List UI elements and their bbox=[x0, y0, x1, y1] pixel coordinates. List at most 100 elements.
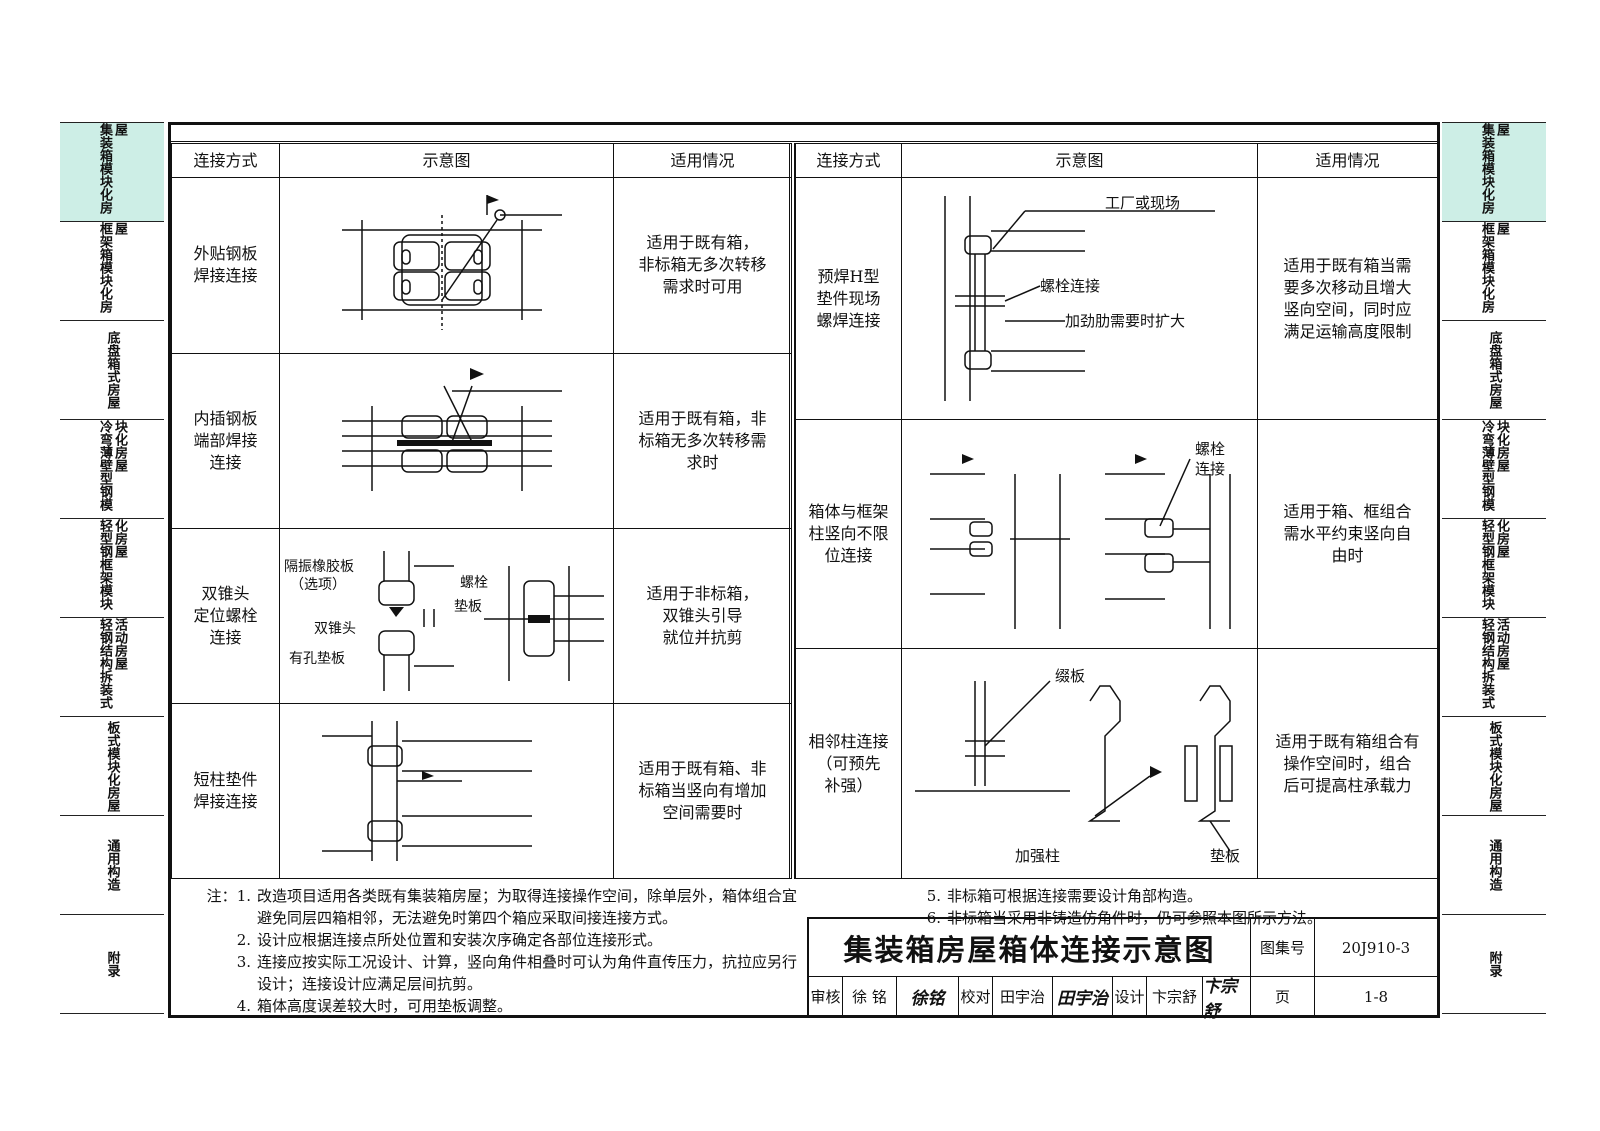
diagram-inner-plate-weld bbox=[279, 352, 614, 529]
tab-demountable[interactable]: 轻钢结构拆装式活动房屋 bbox=[60, 618, 164, 717]
tab-cold-formed[interactable]: 冷弯薄壁型钢模块化房屋 bbox=[60, 420, 164, 519]
tab-label: 轻钢结构拆装式活动房屋 bbox=[97, 618, 127, 709]
label-reinforce-col: 加强柱 bbox=[1015, 847, 1060, 865]
tab-light-steel-frame[interactable]: 轻型钢框架模块化房屋 bbox=[60, 519, 164, 618]
tab-panel-modular[interactable]: 板式模块化房屋 bbox=[1442, 717, 1546, 816]
label-rubber-pad-opt: （选项） bbox=[290, 577, 346, 593]
note-text: 连接应按实际工况设计、计算，竖向角件相叠时可认为角件直传压力，抗拉应另行设计；连… bbox=[257, 953, 798, 993]
tab-label: 冷弯薄壁型钢模块化房屋 bbox=[1479, 420, 1509, 511]
tab-appendix[interactable]: 附录 bbox=[1442, 915, 1546, 1014]
note-item: 3. 连接应按实际工况设计、计算，竖向角件相叠时可认为角件直传压力，抗拉应另行设计… bbox=[191, 951, 811, 995]
header-method: 连接方式 bbox=[795, 142, 902, 179]
method-cell: 相邻柱连接 （可预先 补强） bbox=[795, 648, 902, 879]
check-label: 校对 bbox=[959, 977, 993, 1017]
note-text: 箱体高度误差较大时，可用垫板调整。 bbox=[257, 997, 513, 1015]
label-factory-or-site: 工厂或现场 bbox=[1105, 194, 1180, 212]
page-number: 1-8 bbox=[1315, 977, 1437, 1017]
header-method: 连接方式 bbox=[171, 142, 280, 179]
reviewer-signature: 徐铭 bbox=[897, 977, 959, 1017]
left-index-tabs: 集装箱模块化房屋 框架箱模块化房屋 底盘箱式房屋 冷弯薄壁型钢模块化房屋 轻型钢… bbox=[60, 122, 164, 1014]
tab-label: 框架箱模块化房屋 bbox=[97, 222, 127, 313]
notes-prefix: 注： bbox=[206, 887, 237, 905]
tab-label: 框架箱模块化房屋 bbox=[1479, 222, 1509, 313]
tab-general[interactable]: 通用构造 bbox=[60, 816, 164, 915]
header-diagram: 示意图 bbox=[901, 142, 1258, 179]
method-cell: 预焊H型 垫件现场 螺焊连接 bbox=[795, 177, 902, 420]
usage-cell: 适用于既有箱，非 标箱无多次转移需 求时 bbox=[613, 352, 792, 529]
title-block: 集装箱房屋箱体连接示意图 图集号 20J910-3 审核 徐 铭 徐铭 校对 田… bbox=[807, 917, 1437, 1022]
method-cell: 短柱垫件 焊接连接 bbox=[171, 702, 280, 880]
usage-cell: 适用于既有箱组合有 操作空间时，组合 后可提高柱承载力 bbox=[1257, 648, 1438, 879]
diagram-h-shim-bolt-weld: 工厂或现场 螺栓连接 加劲肋需要时扩大 bbox=[901, 177, 1258, 420]
tab-label: 集装箱模块化房屋 bbox=[97, 123, 127, 214]
note-number: 1. bbox=[236, 887, 251, 905]
note-item: 5. 非标箱可根据连接需要设计角部构造。 bbox=[881, 885, 1401, 907]
tab-panel-modular[interactable]: 板式模块化房屋 bbox=[60, 717, 164, 816]
note-number: 2. bbox=[236, 931, 251, 949]
method-cell: 内插钢板 端部焊接 连接 bbox=[171, 352, 280, 529]
tab-label: 冷弯薄壁型钢模块化房屋 bbox=[97, 420, 127, 511]
note-text: 设计应根据连接点所处位置和安装次序确定各部位连接形式。 bbox=[257, 931, 663, 949]
header-usage: 适用情况 bbox=[1257, 142, 1438, 179]
note-text: 改造项目适用各类既有集装箱房屋；为取得连接操作空间，除单层外，箱体组合宜避免同层… bbox=[257, 887, 798, 927]
tab-label: 板式模块化房屋 bbox=[104, 720, 120, 812]
tab-frame-box[interactable]: 框架箱模块化房屋 bbox=[1442, 222, 1546, 321]
tab-frame-box[interactable]: 框架箱模块化房屋 bbox=[60, 222, 164, 321]
drawing-title: 集装箱房屋箱体连接示意图 bbox=[809, 919, 1251, 977]
label-bolt: 螺栓 bbox=[460, 575, 488, 591]
label-shim: 垫板 bbox=[1210, 847, 1240, 865]
tab-label: 集装箱模块化房屋 bbox=[1479, 123, 1509, 214]
left-connection-table: 连接方式 示意图 适用情况 外贴钢板 焊接连接 bbox=[171, 142, 792, 880]
page-label: 页 bbox=[1251, 977, 1315, 1017]
tab-cold-formed[interactable]: 冷弯薄壁型钢模块化房屋 bbox=[1442, 420, 1546, 519]
tab-label: 板式模块化房屋 bbox=[1486, 720, 1502, 812]
tab-chassis-box[interactable]: 底盘箱式房屋 bbox=[1442, 321, 1546, 420]
label-batten: 缀板 bbox=[1055, 667, 1085, 685]
header-usage: 适用情况 bbox=[613, 142, 792, 179]
tab-label: 底盘箱式房屋 bbox=[1486, 331, 1502, 409]
tab-general[interactable]: 通用构造 bbox=[1442, 816, 1546, 915]
diagram-box-frame-vertical: 螺栓 连接 bbox=[901, 418, 1258, 650]
label-bolt: 螺栓 bbox=[1195, 440, 1225, 458]
table-divider bbox=[789, 143, 795, 879]
tab-container-modular[interactable]: 集装箱模块化房屋 bbox=[1442, 123, 1546, 222]
right-index-tabs: 集装箱模块化房屋 框架箱模块化房屋 底盘箱式房屋 冷弯薄壁型钢模块化房屋 轻型钢… bbox=[1442, 122, 1546, 1014]
tab-appendix[interactable]: 附录 bbox=[60, 915, 164, 1014]
drawing-sheet: 连接方式 示意图 适用情况 外贴钢板 焊接连接 bbox=[168, 122, 1440, 1022]
usage-cell: 适用于箱、框组合 需水平约束竖向自 由时 bbox=[1257, 418, 1438, 650]
label-bolt-conn: 螺栓连接 bbox=[1040, 277, 1100, 295]
tab-chassis-box[interactable]: 底盘箱式房屋 bbox=[60, 321, 164, 420]
review-label: 审核 bbox=[809, 977, 843, 1017]
tab-demountable[interactable]: 轻钢结构拆装式活动房屋 bbox=[1442, 618, 1546, 717]
note-number: 4. bbox=[236, 997, 251, 1015]
method-cell: 双锥头 定位螺栓 连接 bbox=[171, 527, 280, 704]
label-shim: 垫板 bbox=[454, 599, 482, 615]
tab-light-steel-frame[interactable]: 轻型钢框架模块化房屋 bbox=[1442, 519, 1546, 618]
atlas-label: 图集号 bbox=[1251, 919, 1315, 977]
usage-cell: 适用于既有箱当需 要多次移动且增大 竖向空间，同时应 满足运输高度限制 bbox=[1257, 177, 1438, 420]
design-label: 设计 bbox=[1113, 977, 1147, 1017]
label-double-cone: 双锥头 bbox=[314, 621, 356, 637]
top-border-line bbox=[171, 141, 1437, 142]
designer-signature: 卞宗舒 bbox=[1203, 977, 1251, 1022]
note-number: 5. bbox=[926, 887, 941, 905]
tab-label: 轻型钢框架模块化房屋 bbox=[97, 519, 127, 610]
header-diagram: 示意图 bbox=[279, 142, 614, 179]
tab-label: 附录 bbox=[104, 951, 120, 977]
tab-label: 附录 bbox=[1486, 951, 1502, 977]
tab-label: 通用构造 bbox=[104, 839, 120, 891]
tab-label: 通用构造 bbox=[1486, 839, 1502, 891]
checker-name: 田宇治 bbox=[993, 977, 1053, 1017]
usage-cell: 适用于非标箱， 双锥头引导 就位并抗剪 bbox=[613, 527, 792, 704]
note-item: 注：1. 改造项目适用各类既有集装箱房屋；为取得连接操作空间，除单层外，箱体组合宜… bbox=[191, 885, 811, 929]
diagram-short-column-shim bbox=[279, 702, 614, 880]
label-rubber-pad: 隔振橡胶板 bbox=[284, 558, 354, 575]
note-text: 非标箱可根据连接需要设计角部构造。 bbox=[947, 887, 1203, 905]
diagram-adjacent-column: 缀板 加强柱 垫板 bbox=[901, 648, 1258, 879]
tab-container-modular[interactable]: 集装箱模块化房屋 bbox=[60, 123, 164, 222]
label-conn: 连接 bbox=[1195, 460, 1225, 478]
note-number: 3. bbox=[236, 953, 251, 971]
usage-cell: 适用于既有箱、非 标箱当竖向有增加 空间需要时 bbox=[613, 702, 792, 880]
method-cell: 外贴钢板 焊接连接 bbox=[171, 177, 280, 354]
atlas-number: 20J910-3 bbox=[1315, 919, 1437, 977]
